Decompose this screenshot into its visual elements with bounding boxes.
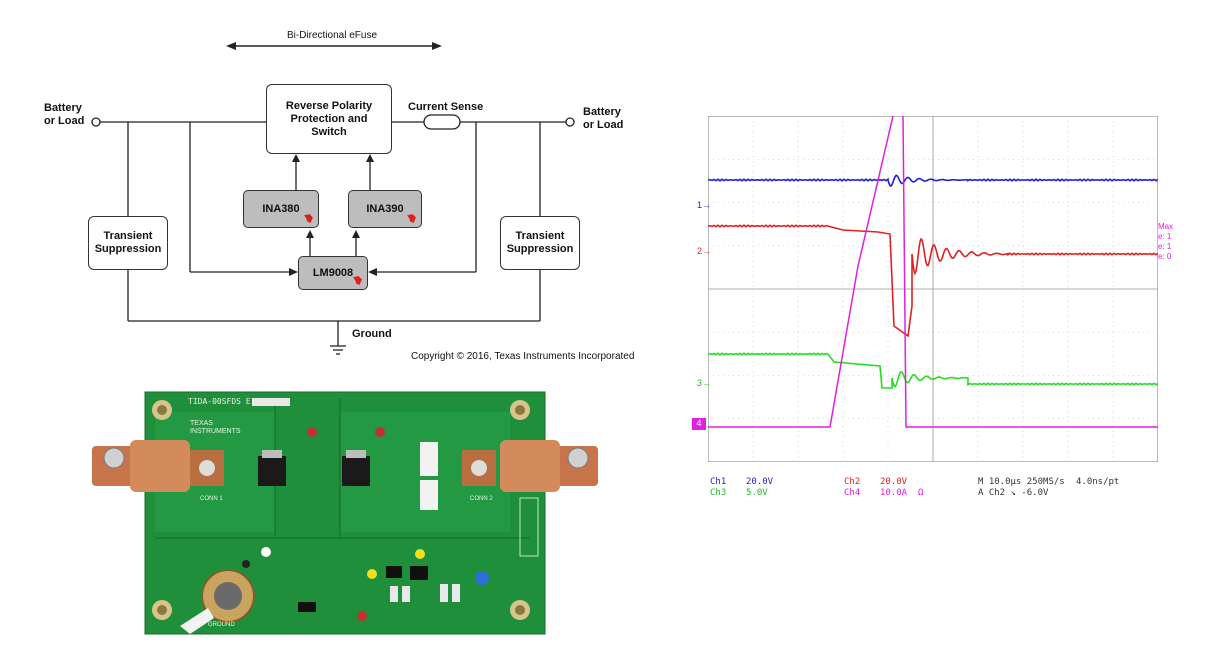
lm9008-chip: LM9008	[298, 256, 368, 290]
ch3-trace	[707, 352, 1159, 389]
ina380-label: INA380	[262, 203, 300, 215]
left-terminal-label: Battery or Load	[44, 102, 85, 127]
scope-graticule	[707, 115, 1159, 463]
board-id-silkscreen: TIDA-00SFDS E1	[188, 397, 256, 406]
lm9008-label: LM9008	[312, 267, 354, 279]
ch4-trace	[708, 115, 1158, 428]
readout-ch3-val: 5.0V	[746, 488, 768, 498]
right-terminal-label: Battery or Load	[583, 106, 624, 131]
reverse-polarity-box: Reverse Polarity Protection and Switch	[266, 84, 392, 154]
ch3-marker: 3→	[697, 378, 712, 388]
ina380-chip: INA380	[243, 190, 319, 228]
ch2-marker: 2→	[697, 246, 712, 256]
diagram-wires	[91, 42, 575, 355]
diagram-title: Bi-Directional eFuse	[287, 30, 378, 41]
ch1-trace	[707, 174, 1159, 187]
ti-logo-icon	[353, 276, 362, 285]
readout-ch4-val: 10.0A	[880, 488, 908, 498]
ground-label: Ground	[352, 328, 392, 340]
readout-ch1-val: 20.0V	[746, 477, 774, 487]
readout-pts: 4.0ns/pt	[1076, 477, 1120, 487]
transient-suppression-right: Transient Suppression	[500, 216, 580, 270]
conn-left-silkscreen: CONN 1	[200, 496, 223, 502]
readout-trigger: A Ch2 ↘ -6.0V	[978, 488, 1049, 498]
transient-suppression-left: Transient Suppression	[88, 216, 168, 270]
readout-ch2: Ch2	[844, 477, 861, 487]
oscilloscope-screen	[707, 115, 1159, 463]
ch1-marker: 1→	[697, 200, 712, 210]
scope-side-labels: Max e: 1 e: 1 e: 0	[1158, 222, 1174, 261]
ground-silkscreen: GROUND	[208, 622, 235, 628]
readout-ohm: Ω	[918, 488, 924, 498]
readout-timebase: M 10.0µs 250MS/s	[978, 477, 1065, 487]
readout-ch1: Ch1	[710, 477, 727, 487]
brand-silkscreen: TEXAS INSTRUMENTS	[190, 420, 241, 435]
ti-logo-icon	[407, 214, 416, 223]
board-photo: TIDA-00SFDS E1 TEXAS INSTRUMENTS CONN 1 …	[90, 388, 600, 636]
ina390-chip: INA390	[348, 190, 422, 228]
readout-ch3: Ch3	[710, 488, 727, 498]
ch4-marker: 4	[692, 418, 706, 430]
readout-ch2-val: 20.0V	[880, 477, 908, 487]
ti-logo-icon	[304, 214, 313, 223]
ina390-label: INA390	[366, 203, 404, 215]
copyright-text: Copyright © 2016, Texas Instruments Inco…	[411, 351, 635, 362]
readout-ch4: Ch4	[844, 488, 861, 498]
ch2-trace	[707, 224, 1159, 338]
current-sense-label: Current Sense	[408, 101, 484, 113]
pcb-illustration	[92, 391, 598, 635]
conn-right-silkscreen: CONN 2	[470, 496, 493, 502]
